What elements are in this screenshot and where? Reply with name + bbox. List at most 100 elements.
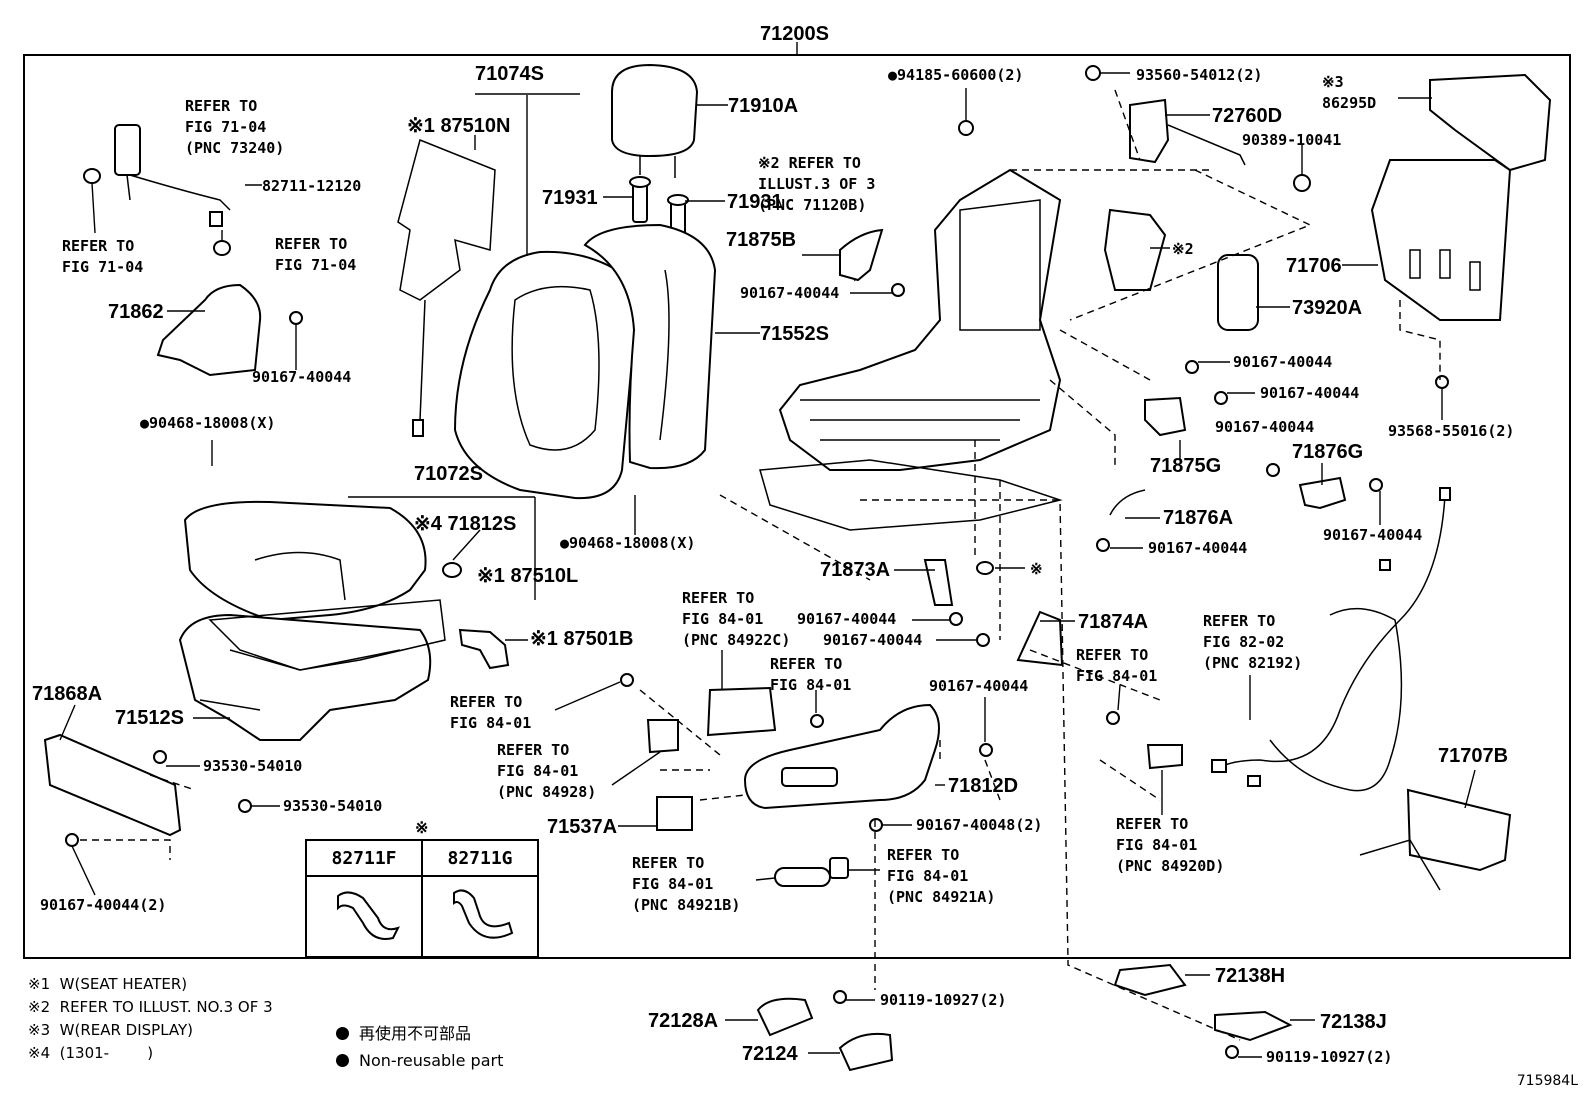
headrest-guides: [603, 176, 725, 243]
legend: 再使用不可部品 Non-reusable part: [336, 1020, 503, 1074]
label-x-mark: ※: [1030, 560, 1043, 578]
label-refer7104a: REFER TO FIG 71-04 (PNC 73240): [185, 97, 285, 157]
seat-belt-buckle: [83, 124, 262, 256]
footnotes: ※1 W(SEAT HEATER) ※2 REFER TO ILLUST. NO…: [28, 973, 273, 1065]
label-71874A: 71874A: [1078, 611, 1148, 633]
label-93568: 93568-55016(2): [1388, 422, 1514, 440]
label-72128A: 72128A: [648, 1010, 718, 1032]
label-90119-a: 90119-10927(2): [880, 991, 1006, 1009]
variant-table-mark: ※: [415, 818, 429, 837]
label-refer8401-b: REFER TO FIG 84-01: [1076, 646, 1158, 685]
label-93560: 93560-54012(2): [1136, 66, 1262, 84]
label-87510N: ※1 87510N: [407, 115, 511, 137]
clip-variant-table: 82711F 82711G: [305, 839, 539, 958]
variant-82711F-header: 82711F: [305, 839, 423, 877]
label-71875G: 71875G: [1150, 455, 1221, 477]
label-71512S: 71512S: [115, 707, 184, 729]
label-refer8401-84921B: REFER TO FIG 84-01 (PNC 84921B): [632, 854, 741, 914]
label-90167-f: 90167-40044: [1148, 539, 1247, 557]
label-71537A: 71537A: [547, 816, 617, 838]
seatback-cover: [453, 95, 636, 500]
belt-cover: [156, 283, 262, 377]
label-71868A: 71868A: [32, 683, 102, 705]
label-72138H: 72138H: [1215, 965, 1285, 987]
side-airbag: [1217, 254, 1290, 331]
seatback-pad: [583, 223, 760, 470]
variant-82711G-header: 82711G: [421, 839, 539, 877]
label-90468-b: ●90468-18008(X): [560, 534, 695, 552]
label-90167-h: 90167-40044: [797, 610, 896, 628]
label-90167-g: 90167-40044: [1323, 526, 1422, 544]
variant-82711G-image: [421, 875, 539, 958]
label-refer8202: REFER TO FIG 82-02 (PNC 82192): [1203, 612, 1303, 672]
cover-71537A: [656, 796, 693, 831]
label-71074S: 71074S: [475, 63, 544, 85]
label-90167-i: 90167-40044: [823, 631, 922, 649]
seat-cushion-pad: [178, 613, 432, 741]
legend-en: Non-reusable part: [359, 1051, 504, 1070]
main-assembly-label: 71200S: [760, 23, 829, 45]
label-87510L: ※1 87510L: [477, 565, 578, 587]
label-71862: 71862: [108, 301, 164, 323]
label-71876G: 71876G: [1292, 441, 1363, 463]
leader-lines: [71, 72, 1443, 1058]
label-71875B: 71875B: [726, 229, 796, 251]
bullet-icon: [336, 1027, 349, 1040]
label-90167-c: 90167-40044: [1233, 353, 1332, 371]
rear-display-cover: [1398, 73, 1552, 172]
label-refer8401-84922C: REFER TO FIG 84-01 (PNC 84922C): [682, 589, 791, 649]
label-71706: 71706: [1286, 255, 1342, 277]
label-72138J: 72138J: [1320, 1011, 1387, 1033]
footnote-4: ※4 (1301- ): [28, 1044, 154, 1062]
label-93530-a: 93530-54010: [203, 757, 302, 775]
label-refer8401-c: REFER TO FIG 84-01: [450, 693, 532, 732]
label-71552S: 71552S: [760, 323, 829, 345]
label-71931-right: 71931: [727, 191, 783, 213]
cushion-front-panel: [43, 704, 182, 837]
label-87501B: ※1 87501B: [530, 628, 634, 650]
label-90167-j: 90167-40044: [929, 677, 1028, 695]
seat-switch-knob-84921A: [829, 857, 849, 879]
label-p86295D: ※3 86295D: [1322, 73, 1377, 112]
side-shield: [743, 703, 945, 810]
label-71812D: 71812D: [948, 775, 1018, 797]
label-82711-12120: 82711-12120: [262, 177, 361, 195]
label-refer-ill3: ※2 REFER TO ILLUST.3 OF 3 (PNC 71120B): [758, 154, 876, 214]
cushion-heater: [208, 599, 446, 671]
label-71812S: ※4 71812S: [414, 513, 516, 535]
label-71873A: 71873A: [820, 559, 890, 581]
label-90389: 90389-10041: [1242, 131, 1341, 149]
label-90167-d: 90167-40044: [1260, 384, 1359, 402]
label-90167-a: 90167-40044: [740, 284, 839, 302]
legend-jp: 再使用不可部品: [359, 1024, 472, 1043]
seatback-heater: [397, 93, 580, 437]
label-90468-a: ●90468-18008(X): [140, 414, 275, 432]
lower-trim-covers: [756, 963, 1293, 1072]
bullet-icon: [336, 1054, 349, 1067]
label-72760D: 72760D: [1212, 105, 1282, 127]
label-72124: 72124: [742, 1043, 798, 1065]
label-71876A: 71876A: [1163, 507, 1233, 529]
label-71707B: 71707B: [1438, 745, 1508, 767]
label-71931-left: 71931: [542, 187, 598, 209]
label-refer8401-84928: REFER TO FIG 84-01 (PNC 84928): [497, 741, 597, 801]
back-board: [1342, 159, 1512, 321]
seat-cushion-cover: [183, 496, 536, 622]
footnote-2: ※2 REFER TO ILLUST. NO.3 OF 3: [28, 998, 273, 1016]
label-refer8401-84920D: REFER TO FIG 84-01 (PNC 84920D): [1116, 815, 1225, 875]
label-93530-b: 93530-54010: [283, 797, 382, 815]
footnote-1: ※1 W(SEAT HEATER): [28, 975, 188, 993]
recliner-brackets: [458, 98, 1347, 770]
label-90119-b: 90119-10927(2): [1266, 1048, 1392, 1066]
label-refer7104c: REFER TO FIG 71-04: [275, 235, 357, 274]
drawing-code: 715984L: [1516, 1073, 1578, 1089]
seat-frame: [759, 168, 1063, 531]
label-refer8401-a: REFER TO FIG 84-01: [770, 655, 852, 694]
label-73920A: 73920A: [1292, 297, 1362, 319]
label-90167-b: 90167-40044: [252, 368, 351, 386]
label-90167-48: 90167-40048(2): [916, 816, 1042, 834]
label-90167-2: 90167-40044(2): [40, 896, 166, 914]
label-x2: ※2: [1172, 240, 1194, 258]
variant-82711F-image: [305, 875, 423, 958]
